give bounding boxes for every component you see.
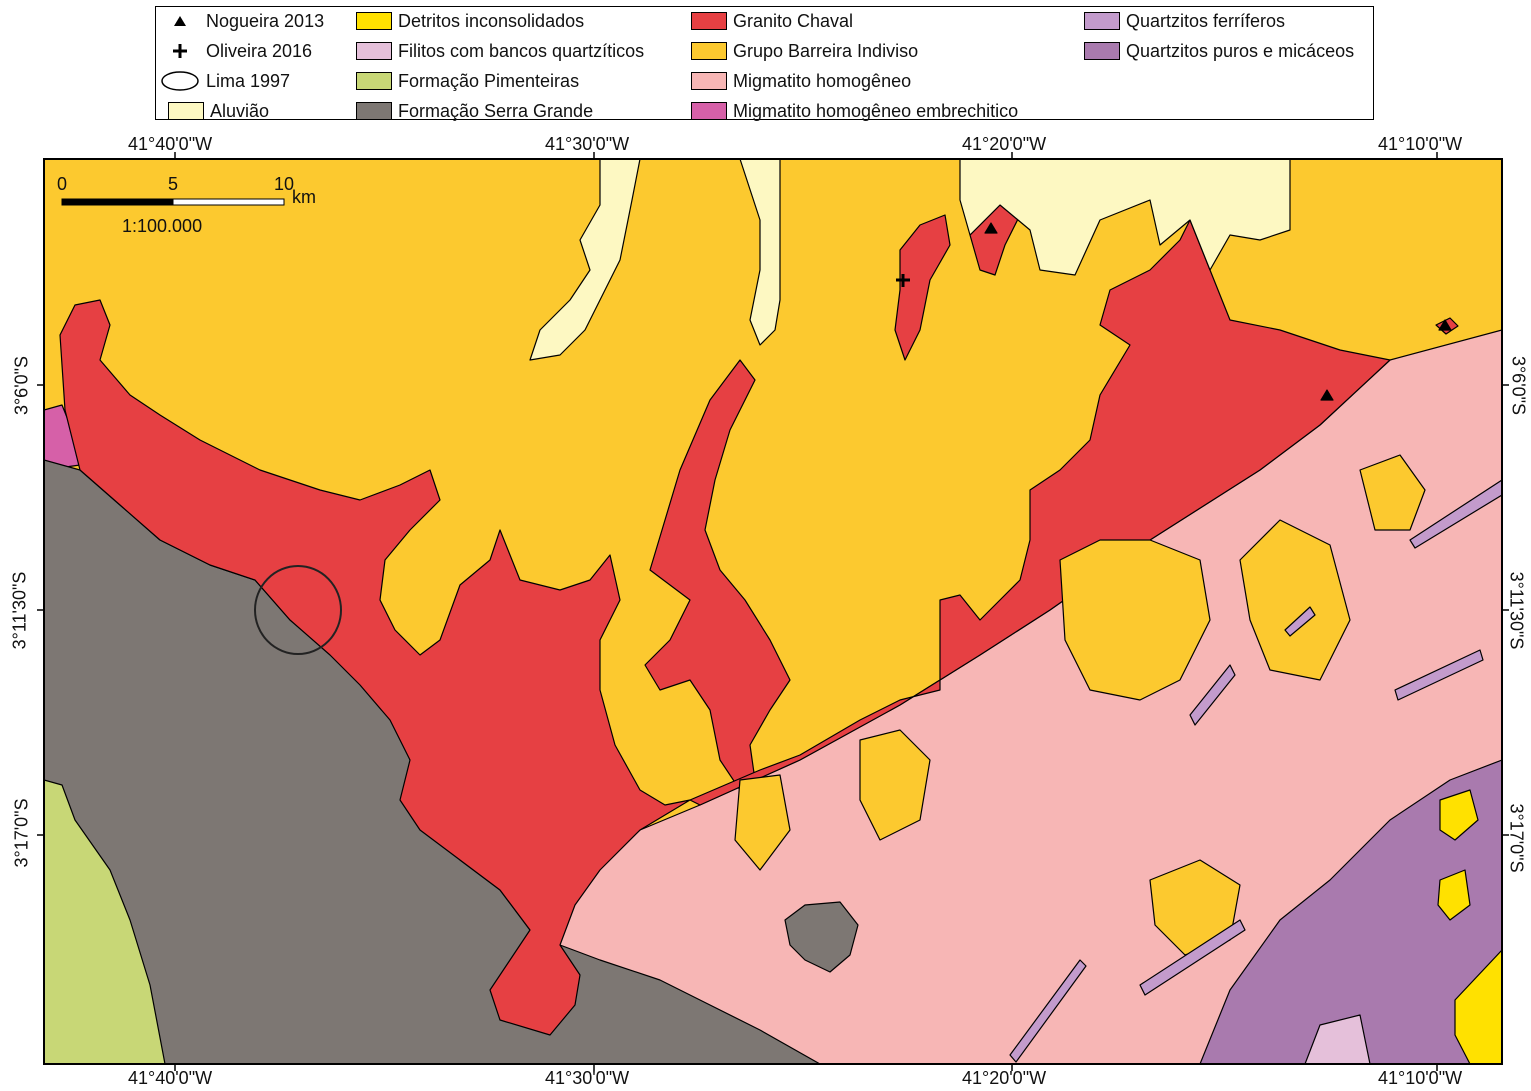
lon-label-bottom-4: 41°10'0"W (1378, 1068, 1463, 1088)
unit-granito-west (59, 299, 691, 1036)
lima-1997-circle (254, 565, 342, 655)
unit-barreira-inlier-6 (1359, 454, 1426, 531)
scale-tick-5: 5 (168, 174, 179, 194)
legend-barreira: Grupo Barreira Indiviso (691, 37, 918, 65)
scale-ratio: 1:100.000 (122, 216, 203, 236)
unit-barreira-inlier-3 (734, 774, 791, 871)
legend-qtz-ferriferos: Quartzitos ferríferos (1084, 7, 1285, 35)
lat-label-left-3: 3°17'0"S (11, 798, 32, 868)
legend-detritos: Detritos inconsolidados (356, 7, 584, 35)
scale-tick-0: 0 (57, 174, 68, 194)
lon-label-bottom-2: 41°30'0"W (545, 1068, 630, 1088)
legend-embrechitico: Migmatito homogêneo embrechitico (691, 97, 1018, 125)
unit-barreira-inlier-2 (859, 729, 931, 841)
legend-aluviao: Aluvião (168, 97, 269, 125)
lon-label-top-2: 41°30'0"W (545, 134, 630, 154)
legend-oliveira: Oliveira 2016 (160, 37, 312, 65)
lat-label-left-1: 3°6'0"S (11, 355, 32, 416)
lat-label-right-2: 3°11'30"S (1506, 571, 1527, 650)
unit-aluviao-1 (529, 159, 641, 361)
triangle-icon (174, 16, 186, 26)
lon-label-top-4: 41°10'0"W (1378, 134, 1463, 154)
unit-detritos-2 (1439, 789, 1479, 841)
legend-serra-grande: Formação Serra Grande (356, 97, 593, 125)
unit-serra-grande-islet (784, 901, 859, 973)
unit-aluviao-3 (959, 159, 1291, 276)
unit-qtz-ferriferos-1 (1409, 479, 1502, 549)
lat-label-left-2: 3°11'30"S (9, 571, 30, 650)
unit-qtz-ferriferos-2 (1189, 664, 1236, 726)
nogueira-point-1 (984, 222, 998, 234)
lon-label-top-3: 41°20'0"W (962, 134, 1047, 154)
legend-granito: Granito Chaval (691, 7, 853, 35)
unit-quartzitos-puros (1199, 759, 1502, 1064)
unit-detritos-1 (1454, 949, 1502, 1064)
map-border (43, 158, 1503, 1065)
unit-barreira-inlier-5 (1239, 519, 1351, 681)
unit-granito-north (894, 214, 951, 361)
unit-qtz-ferriferos-4 (1139, 919, 1246, 996)
legend-lima: Lima 1997 (160, 67, 290, 95)
ellipse-icon (161, 71, 199, 91)
legend-qtz-puros: Quartzitos puros e micáceos (1084, 37, 1354, 65)
scale-bar (61, 198, 285, 206)
unit-detritos-3 (1437, 869, 1471, 921)
unit-granito-arm (644, 359, 791, 791)
legend-pimenteiras: Formação Pimenteiras (356, 67, 579, 95)
nogueira-point-2 (1320, 389, 1334, 401)
unit-qtz-ferriferos-5 (1009, 959, 1087, 1063)
oliveira-point (896, 274, 910, 287)
unit-qtz-ferriferos-6 (1394, 649, 1484, 701)
lat-label-right-1: 3°6'0"S (1508, 355, 1529, 416)
legend-migmatito: Migmatito homogêneo (691, 67, 911, 95)
legend-filitos: Filitos com bancos quartzíticos (356, 37, 644, 65)
nogueira-point-3 (1438, 319, 1452, 331)
unit-qtz-ferriferos-3 (1284, 606, 1316, 637)
scale-unit: km (292, 187, 316, 207)
legend: Nogueira 2013 Oliveira 2016 Lima 1997 Al… (155, 6, 1374, 121)
lon-label-bottom-3: 41°20'0"W (962, 1068, 1047, 1088)
lon-label-bottom-1: 41°40'0"W (128, 1068, 213, 1088)
cross-icon (173, 44, 187, 58)
lat-label-right-3: 3°17'0"S (1506, 803, 1527, 873)
lon-label-top-1: 41°40'0"W (128, 134, 213, 154)
unit-barreira-inlier-1 (1059, 539, 1211, 701)
unit-pimenteiras (44, 779, 166, 1064)
scale-tick-10: 10 (274, 174, 295, 194)
unit-aluviao-2 (739, 159, 781, 346)
legend-nogueira: Nogueira 2013 (160, 7, 324, 35)
unit-filitos (1304, 1014, 1371, 1064)
